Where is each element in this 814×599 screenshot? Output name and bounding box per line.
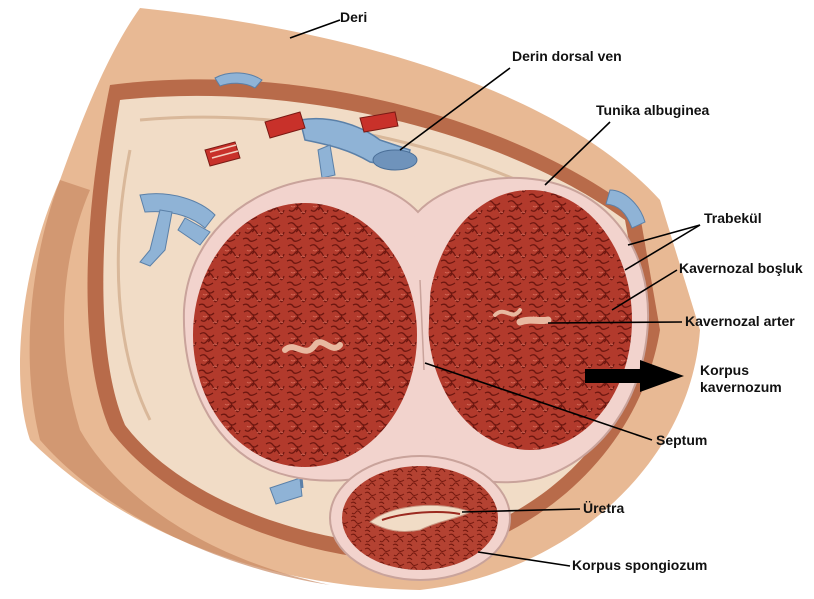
label-corpus-cavernosum-2: kavernozum xyxy=(700,379,782,396)
label-cavernous-artery: Kavernozal arter xyxy=(685,313,795,330)
label-deep-dorsal-vein: Derin dorsal ven xyxy=(512,48,622,65)
label-urethra: Üretra xyxy=(583,500,624,517)
corpus-cavernosum-left xyxy=(193,203,417,467)
cavernous-artery-right xyxy=(520,320,548,322)
leader-skin xyxy=(290,20,340,38)
leader-cavernous-artery xyxy=(548,322,682,323)
label-corpus-spongiosum: Korpus spongiozum xyxy=(572,557,707,574)
label-skin: Deri xyxy=(340,9,367,26)
label-septum: Septum xyxy=(656,432,707,449)
label-corpus-cavernosum-1: Korpus xyxy=(700,362,749,379)
label-trabecula: Trabekül xyxy=(704,210,762,227)
label-cavernous-space: Kavernozal boşluk xyxy=(679,260,803,277)
label-tunica-albuginea: Tunika albuginea xyxy=(596,102,709,119)
